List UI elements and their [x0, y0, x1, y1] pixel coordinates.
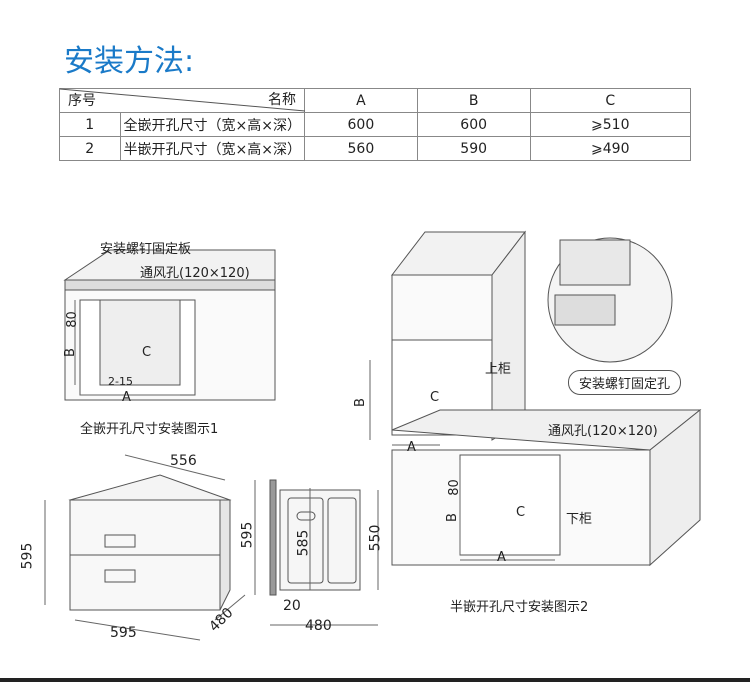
drawer-closeup — [547, 237, 673, 363]
dim-c-lower: C — [516, 505, 526, 520]
upper-cabinet-label: 上柜 — [485, 362, 512, 377]
table-diagonal — [59, 88, 306, 112]
row-a: 600 — [304, 112, 418, 137]
page-title: 安装方法: — [64, 44, 195, 79]
dim-c: C — [142, 345, 152, 360]
lower-cabinet-label: 下柜 — [566, 512, 593, 527]
dim-b-lower: B — [444, 513, 460, 522]
full-embed-cabinet — [63, 249, 276, 401]
bottom-border — [0, 678, 750, 682]
side-height-595: 595 — [239, 521, 256, 549]
table-row: 1 全嵌开孔尺寸（宽×高×深） 600 600 ⩾510 — [59, 112, 692, 137]
table-row: 2 半嵌开孔尺寸（宽×高×深） 560 590 ⩾490 — [59, 136, 692, 161]
screw-plate-label: 安装螺钉固定板 — [100, 242, 192, 257]
vent-label: 通风孔(120×120) — [140, 266, 250, 281]
panel-thickness-20: 20 — [283, 598, 301, 614]
row-name: 全嵌开孔尺寸（宽×高×深） — [119, 112, 305, 137]
header-b: B — [416, 88, 531, 113]
screw-hole-label: 安装螺钉固定孔 — [568, 370, 682, 395]
header-a: A — [304, 88, 418, 113]
row-name: 半嵌开孔尺寸（宽×高×深） — [119, 136, 305, 161]
dim-b: B — [62, 348, 78, 357]
dim-80-lower: 80 — [446, 479, 462, 496]
row-a: 560 — [304, 136, 418, 161]
dimension-lines — [44, 300, 555, 641]
side-depth-480: 480 — [305, 618, 332, 634]
row-b: 590 — [416, 136, 531, 161]
dim-a: A — [122, 390, 131, 405]
dim-a-lower: A — [497, 550, 506, 565]
cutout-size-table: 序号 名称 A B C 1 全嵌开孔尺寸（宽×高×深） 600 600 ⩾510… — [59, 88, 692, 161]
product-side-view — [269, 479, 361, 596]
dim-2-15: 2-15 — [108, 375, 133, 388]
dim-a-upper: A — [407, 440, 416, 455]
width-556: 556 — [170, 453, 197, 469]
width-595: 595 — [110, 625, 137, 641]
figure-2-caption: 半嵌开孔尺寸安装图示2 — [450, 600, 589, 615]
figure-1-caption: 全嵌开孔尺寸安装图示1 — [80, 422, 219, 437]
body-height-550: 550 — [367, 524, 384, 552]
row-no: 2 — [59, 136, 121, 161]
vent-label-2: 通风孔(120×120) — [548, 424, 658, 439]
half-embed-cabinets — [390, 230, 702, 567]
product-iso-view — [68, 474, 232, 611]
height-595: 595 — [19, 542, 36, 570]
dim-c-upper: C — [430, 390, 440, 405]
dim-b-upper: B — [352, 398, 368, 407]
inner-height-585: 585 — [295, 529, 312, 557]
row-c: ⩾510 — [529, 112, 692, 137]
dim-80: 80 — [64, 311, 80, 328]
header-no: 序号 — [68, 93, 96, 109]
row-c: ⩾490 — [529, 136, 692, 161]
header-name: 名称 — [268, 92, 296, 108]
